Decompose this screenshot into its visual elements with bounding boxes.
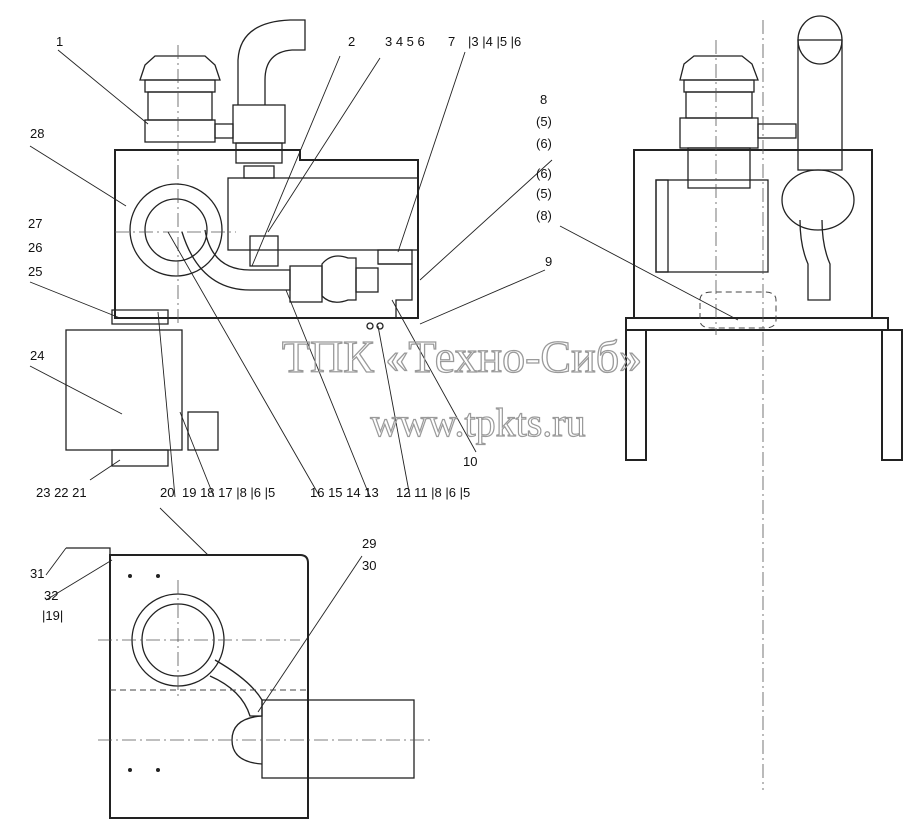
callout-16-13: 16 15 14 13 — [310, 485, 379, 500]
callout-30: 30 — [362, 558, 376, 573]
callout-1: 1 — [56, 34, 63, 49]
callout-19-ref: |19| — [42, 608, 63, 623]
leader-lines — [29, 49, 739, 713]
callout-labels: 1 2 3 4 5 6 7 |3 |4 |5 |6 8 (5) (6) (6) … — [28, 34, 552, 623]
callout-8b: (8) — [536, 208, 552, 223]
watermark-title: ТПК «Техно-Сиб» — [282, 331, 642, 382]
callout-6: (6) — [536, 166, 552, 181]
callout-28: 28 — [30, 126, 44, 141]
callout-24: 24 — [30, 348, 44, 363]
callout-5: (5) — [536, 186, 552, 201]
plan-view — [66, 547, 430, 819]
callout-23-21: 23 22 21 — [36, 485, 87, 500]
callout-2: 2 — [348, 34, 355, 49]
side-view — [625, 15, 903, 790]
callout-3-6: 3 4 5 6 — [385, 34, 425, 49]
callout-25: 25 — [28, 264, 42, 279]
callout-19-17: 19 18 17 |8 |6 |5 — [182, 485, 275, 500]
callout-8-5: (5) — [536, 114, 552, 129]
watermark-url: www.tpkts.ru — [370, 400, 585, 445]
callout-7: 7 — [448, 34, 455, 49]
callout-7-refs: |3 |4 |5 |6 — [468, 34, 521, 49]
front-view — [65, 19, 419, 467]
callout-27: 27 — [28, 216, 42, 231]
callout-9: 9 — [545, 254, 552, 269]
callout-29: 29 — [362, 536, 376, 551]
callout-12-11: 12 11 |8 |6 |5 — [396, 485, 470, 500]
callout-8-6: (6) — [536, 136, 552, 151]
callout-31: 31 — [30, 566, 44, 581]
callout-8: 8 — [540, 92, 547, 107]
callout-20: 20 — [160, 485, 174, 500]
callout-26: 26 — [28, 240, 42, 255]
callout-32: 32 — [44, 588, 58, 603]
callout-10: 10 — [463, 454, 477, 469]
